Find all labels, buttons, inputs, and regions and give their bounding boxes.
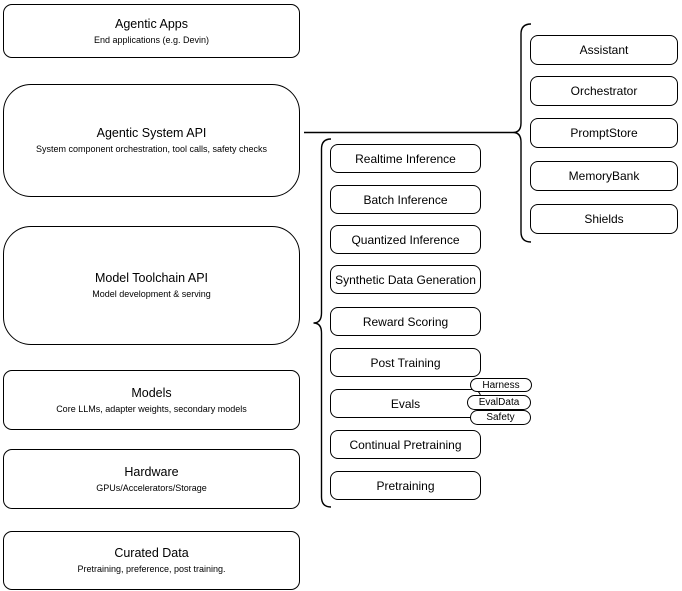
layer-box-agentic-system-api: Agentic System API System component orch… <box>3 84 300 197</box>
layer-box-agentic-apps: Agentic Apps End applications (e.g. Devi… <box>3 4 300 58</box>
node-synthetic-data-generation: Synthetic Data Generation <box>330 265 481 294</box>
tag-evaldata: EvalData <box>467 395 531 410</box>
layer-subtitle: GPUs/Accelerators/Storage <box>96 482 207 493</box>
layer-title: Curated Data <box>114 546 189 560</box>
layer-box-model-toolchain-api: Model Toolchain API Model development & … <box>3 226 300 345</box>
node-post-training: Post Training <box>330 348 481 377</box>
node-shields: Shields <box>530 204 678 234</box>
node-memorybank: MemoryBank <box>530 161 678 191</box>
layer-box-models: Models Core LLMs, adapter weights, secon… <box>3 370 300 430</box>
node-evals: Evals <box>330 389 481 418</box>
layer-title: Models <box>131 385 172 400</box>
node-batch-inference: Batch Inference <box>330 185 481 214</box>
node-realtime-inference: Realtime Inference <box>330 144 481 173</box>
layer-subtitle: Pretraining, preference, post training. <box>77 564 226 574</box>
tag-harness: Harness <box>470 378 532 392</box>
layer-title: Model Toolchain API <box>94 271 209 285</box>
node-continual-pretraining: Continual Pretraining <box>330 430 481 459</box>
layer-box-hardware: Hardware GPUs/Accelerators/Storage <box>3 449 300 509</box>
node-pretraining: Pretraining <box>330 471 481 500</box>
node-assistant: Assistant <box>530 35 678 65</box>
layer-title: Agentic System API <box>96 126 207 140</box>
layer-subtitle: Model development & serving <box>92 289 211 299</box>
toolchain-group-brace <box>313 138 332 508</box>
layer-subtitle: End applications (e.g. Devin) <box>93 34 210 45</box>
layer-subtitle: System component orchestration, tool cal… <box>35 144 268 154</box>
node-reward-scoring: Reward Scoring <box>330 307 481 336</box>
tag-safety: Safety <box>470 410 531 425</box>
layer-title: Agentic Apps <box>115 16 188 31</box>
layer-box-curated-data: Curated Data Pretraining, preference, po… <box>3 531 300 590</box>
node-orchestrator: Orchestrator <box>530 76 678 106</box>
node-promptstore: PromptStore <box>530 118 678 148</box>
node-quantized-inference: Quantized Inference <box>330 225 481 254</box>
layer-subtitle: Core LLMs, adapter weights, secondary mo… <box>56 403 247 414</box>
layer-title: Hardware <box>124 464 179 479</box>
system-group-brace <box>512 23 532 243</box>
